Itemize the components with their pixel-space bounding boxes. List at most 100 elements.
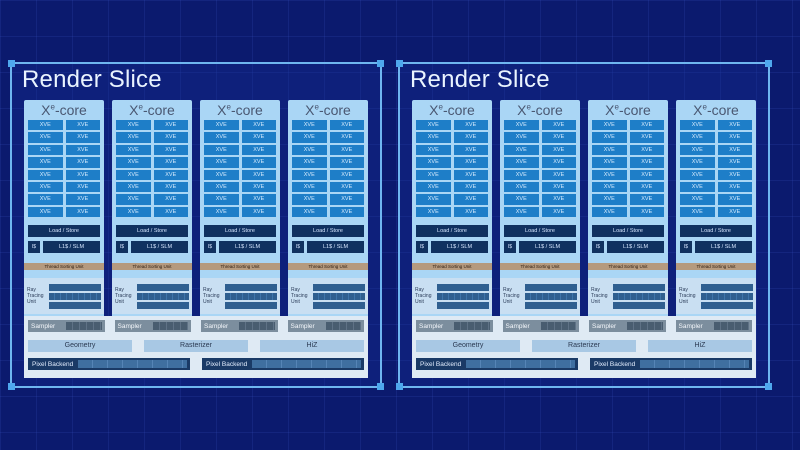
- xve-unit: XVE: [153, 194, 188, 205]
- xve-unit: XVE: [504, 157, 539, 168]
- ray-tracing-label: Ray Tracing Unit: [679, 287, 696, 305]
- xve-unit: XVE: [116, 206, 151, 218]
- l1-slm-cache: L1$ / SLM: [695, 241, 752, 253]
- sampler-block: Sampler: [201, 320, 278, 332]
- sampler-bar: [325, 322, 361, 330]
- rt-bar: [701, 283, 753, 291]
- pixel-backend-block: Pixel Backend: [202, 358, 364, 370]
- xve-unit: XVE: [717, 169, 752, 180]
- xve-unit: XVE: [116, 181, 151, 193]
- xve-unit: XVE: [541, 206, 576, 218]
- xve-unit: XVE: [116, 144, 151, 156]
- xve-unit: XVE: [241, 169, 276, 180]
- xve-unit: XVE: [292, 120, 327, 131]
- core-title: Xe-core: [217, 102, 263, 118]
- xve-unit: XVE: [592, 157, 627, 168]
- xve-unit: XVE: [541, 157, 576, 168]
- ray-tracing-bars: [525, 283, 577, 309]
- corner-marker: [377, 383, 384, 390]
- sampler-bar: [152, 322, 188, 330]
- rt-bar: [525, 292, 577, 300]
- xve-unit: XVE: [592, 194, 627, 205]
- corner-marker: [765, 383, 772, 390]
- corner-marker: [396, 383, 403, 390]
- xve-unit: XVE: [292, 132, 327, 143]
- thread-sorting-unit: Thread Sorting Unit: [200, 263, 280, 270]
- xve-unit: XVE: [717, 132, 752, 143]
- pixel-backend-label: Pixel Backend: [420, 360, 462, 368]
- xve-unit: XVE: [153, 206, 188, 218]
- pixel-backend-block: Pixel Backend: [590, 358, 752, 370]
- xve-unit: XVE: [28, 194, 63, 205]
- pixel-backend-bar: [640, 360, 749, 368]
- l1-slm-cache: L1$ / SLM: [131, 241, 188, 253]
- thread-sorting-unit: Thread Sorting Unit: [24, 263, 104, 270]
- xve-unit: XVE: [717, 120, 752, 131]
- pixel-backend-block: Pixel Backend: [28, 358, 190, 370]
- xve-unit: XVE: [680, 206, 715, 218]
- corner-marker: [765, 60, 772, 67]
- xve-unit: XVE: [453, 132, 488, 143]
- xve-unit: XVE: [241, 194, 276, 205]
- thread-sorting-unit: Thread Sorting Unit: [288, 263, 368, 270]
- core-title: Xe-core: [517, 102, 563, 118]
- xve-unit: XVE: [680, 169, 715, 180]
- cache-row: I$ L1$ / SLM: [28, 241, 100, 253]
- rasterizer-block: Rasterizer: [532, 340, 636, 352]
- pixel-backend-block: Pixel Backend: [416, 358, 578, 370]
- instruction-cache: I$: [680, 241, 692, 253]
- xve-unit: XVE: [504, 169, 539, 180]
- xve-unit: XVE: [292, 169, 327, 180]
- geometry-block: Geometry: [28, 340, 132, 352]
- xve-unit: XVE: [204, 157, 239, 168]
- instruction-cache: I$: [592, 241, 604, 253]
- xve-unit: XVE: [28, 169, 63, 180]
- rt-bar: [437, 292, 489, 300]
- rt-bar: [225, 301, 277, 309]
- l1-slm-cache: L1$ / SLM: [219, 241, 276, 253]
- cache-row: I$ L1$ / SLM: [416, 241, 488, 253]
- pixel-backend-row: Pixel Backend Pixel Backend: [28, 358, 364, 370]
- xve-unit: XVE: [292, 206, 327, 218]
- xve-unit: XVE: [680, 194, 715, 205]
- pixel-backend-bar: [78, 360, 187, 368]
- ray-tracing-label: Ray Tracing Unit: [27, 287, 44, 305]
- xve-unit: XVE: [241, 157, 276, 168]
- xve-unit: XVE: [329, 206, 364, 218]
- xve-unit: XVE: [116, 120, 151, 131]
- xve-unit: XVE: [65, 120, 100, 131]
- xve-unit: XVE: [416, 132, 451, 143]
- cache-row: I$ L1$ / SLM: [504, 241, 576, 253]
- xve-unit: XVE: [717, 157, 752, 168]
- geometry-row: Geometry Rasterizer HiZ: [416, 340, 752, 352]
- sampler-block: Sampler: [502, 320, 579, 332]
- load-store-unit: Load / Store: [680, 225, 752, 237]
- xve-unit: XVE: [453, 144, 488, 156]
- pixel-backend-bar: [466, 360, 575, 368]
- sampler-label: Sampler: [117, 322, 142, 330]
- xve-unit: XVE: [28, 206, 63, 218]
- xve-unit: XVE: [292, 144, 327, 156]
- xve-unit: XVE: [453, 206, 488, 218]
- slice-title: Render Slice: [410, 66, 550, 93]
- xve-unit: XVE: [680, 132, 715, 143]
- xve-unit: XVE: [541, 194, 576, 205]
- pixel-backend-label: Pixel Backend: [594, 360, 636, 368]
- xve-unit: XVE: [629, 157, 664, 168]
- xve-unit: XVE: [65, 169, 100, 180]
- rt-bar: [49, 292, 101, 300]
- xve-unit: XVE: [329, 157, 364, 168]
- xve-unit: XVE: [717, 181, 752, 193]
- xve-unit: XVE: [680, 120, 715, 131]
- cache-row: I$ L1$ / SLM: [292, 241, 364, 253]
